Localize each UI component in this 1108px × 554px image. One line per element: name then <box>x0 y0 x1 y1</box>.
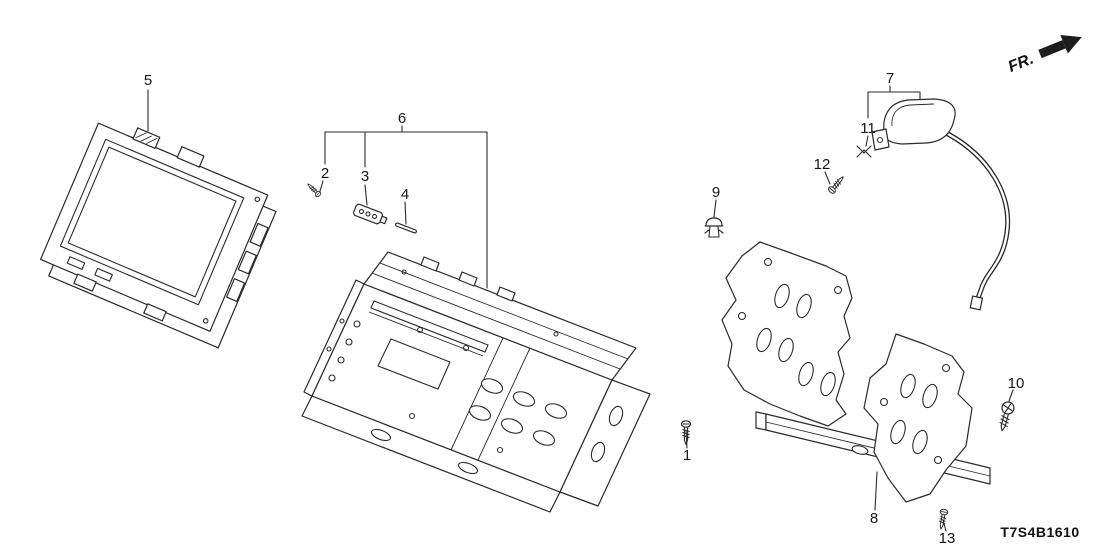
antenna-cable <box>945 131 1011 301</box>
callout-12: 12 <box>814 156 831 173</box>
callout-11: 11 <box>860 120 876 137</box>
fr-direction-arrow: FR. <box>1006 34 1082 76</box>
callout-10: 10 <box>1008 375 1025 392</box>
mount-bracket-left <box>721 241 853 427</box>
diagram-code: T7S4B1610 <box>1000 524 1079 540</box>
screw-13 <box>936 508 949 531</box>
push-clip-9 <box>704 217 724 238</box>
callout-8: 8 <box>870 510 878 527</box>
callout-9: 9 <box>712 184 720 201</box>
audio-unit <box>301 251 651 513</box>
fr-arrow-head <box>1060 34 1082 54</box>
pin-4 <box>395 222 417 234</box>
callout-13: 13 <box>939 530 956 547</box>
fr-label: FR. <box>1006 51 1036 76</box>
connector-3 <box>353 203 388 225</box>
display-unit <box>39 122 277 349</box>
gps-antenna <box>871 98 1011 311</box>
callout-2: 2 <box>321 165 329 182</box>
callout-3: 3 <box>361 168 369 185</box>
callout-7: 7 <box>886 70 894 87</box>
leader-lines <box>147 85 1014 532</box>
mount-bracket-right <box>863 333 973 503</box>
fr-arrow-shaft <box>1038 40 1066 59</box>
screw-2 <box>305 181 323 199</box>
antenna-foot <box>871 128 890 151</box>
clip-11 <box>856 145 872 158</box>
screw-10 <box>999 401 1015 432</box>
callout-1: 1 <box>683 447 691 464</box>
callout-6: 6 <box>398 110 406 127</box>
cable-connector <box>969 295 984 311</box>
callout-5: 5 <box>144 72 152 89</box>
callout-4: 4 <box>401 186 409 203</box>
antenna-head <box>883 98 956 145</box>
